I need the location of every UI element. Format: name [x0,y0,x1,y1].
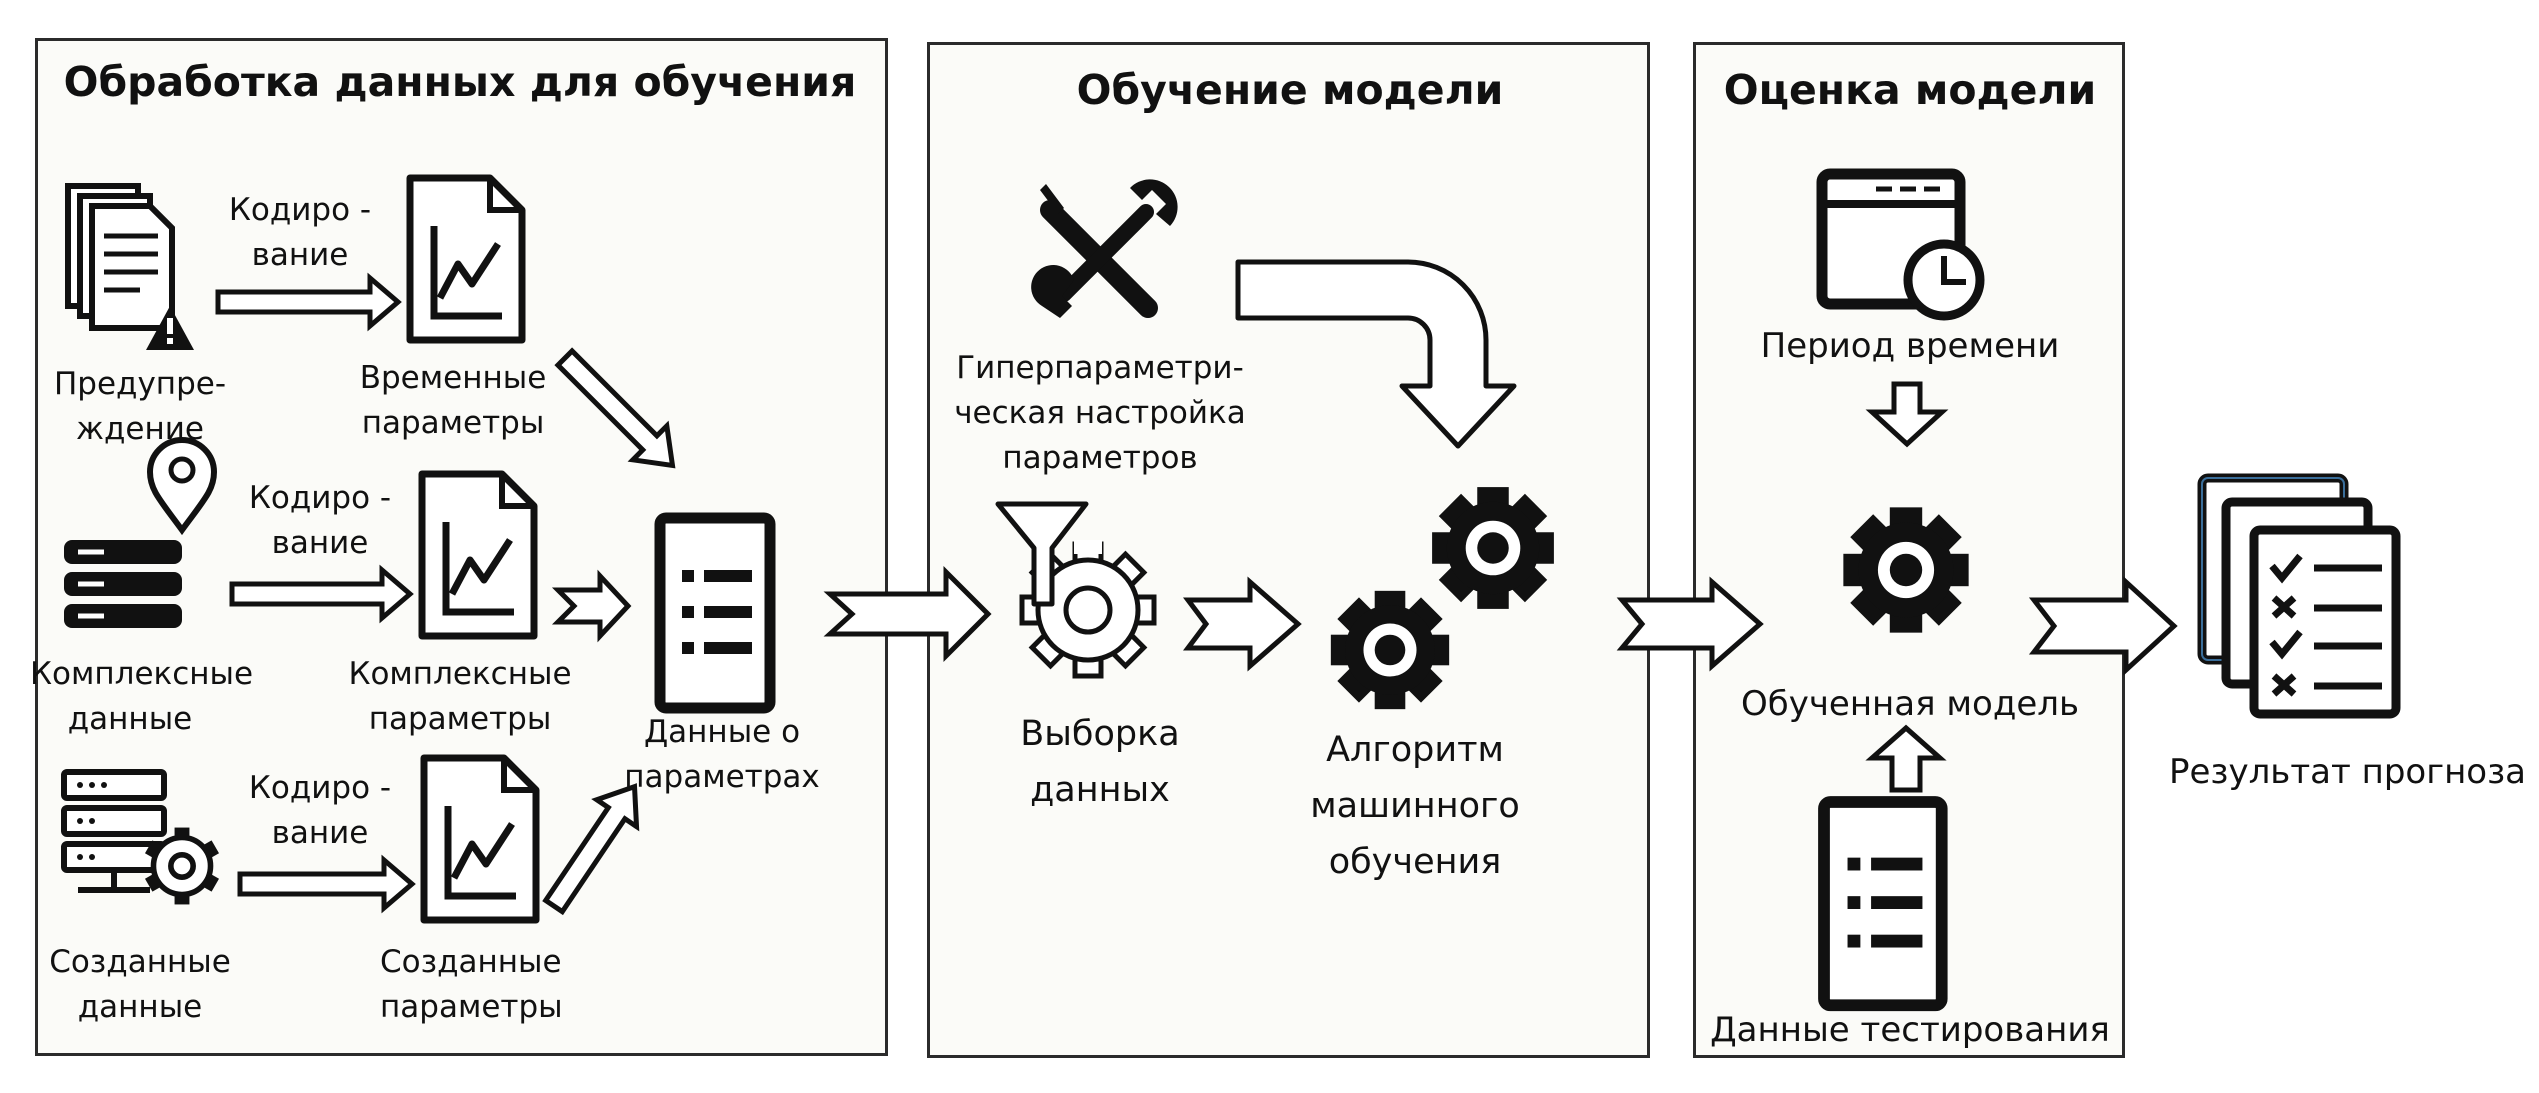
encode-arrow-row1 [215,272,402,332]
arrow-evaluation-to-result [2028,576,2178,676]
arrow-created-to-features [542,783,640,916]
created-parameters-chart-icon [424,758,536,920]
arrow-features-to-training [823,565,992,663]
funnel-gear-icon [995,501,1157,679]
trained-model-gear-icon [1843,507,1969,633]
forecast-checklist-icon [2197,473,2401,719]
warning-document-icon [65,183,194,350]
test-data-list-icon [1824,802,1942,1005]
label-source-warning: Предупре-ждение [53,366,227,447]
label-forecast-result: Результат прогноза [2168,752,2527,792]
label-trained-model: Обученная модель [1740,684,2080,724]
panel-title-data-processing: Обработка данных для обучения [63,58,857,106]
encode-arrow-row2 [229,564,414,624]
arrow-sampling-to-algorithm [1183,576,1302,672]
arrow-period-to-model [1865,381,1949,448]
database-location-icon [64,437,218,628]
ml-algorithm-gears-icon [1330,487,1554,710]
arrow-complex-to-features [551,569,632,643]
panel-title-model-evaluation: Оценка модели [1723,66,2097,114]
label-encode-row3: Кодиро -вание [248,770,392,851]
label-encode-row1: Кодиро -вание [228,192,372,273]
arrow-testdata-to-model [1865,724,1947,793]
panel-title-model-training: Обучение модели [1076,66,1504,114]
window-clock-icon [1816,168,1985,321]
feature-data-list-icon [660,518,770,708]
label-encode-row2: Кодиро -вание [248,480,392,561]
encode-arrow-row3 [237,854,416,914]
arrow-time-to-features [554,347,676,469]
label-time-period: Период времени [1760,326,2060,366]
label-test-data: Данные тестирования [1710,1010,2110,1050]
time-parameters-chart-icon [410,178,522,340]
server-gear-icon [61,769,220,905]
complex-parameters-chart-icon [422,474,534,636]
arrow-tuning-to-algorithm [1235,259,1517,449]
arrow-training-to-evaluation [1616,576,1764,672]
tools-icon [1031,179,1178,318]
